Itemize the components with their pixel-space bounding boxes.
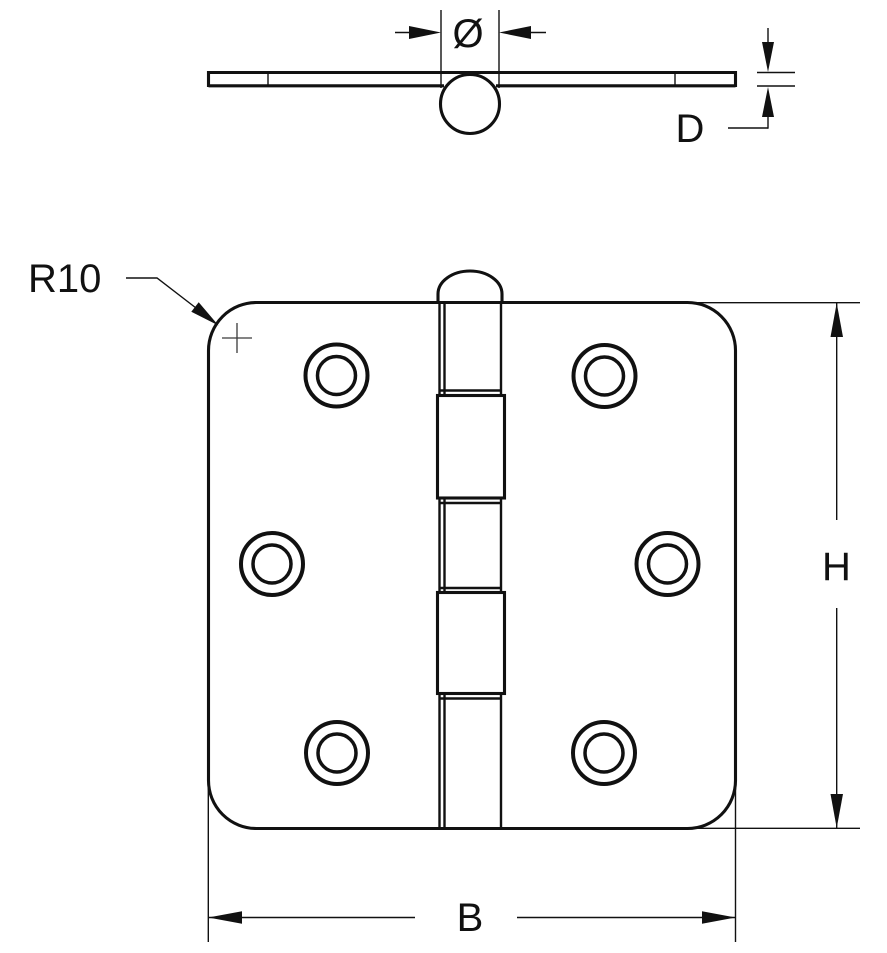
arrowhead <box>830 794 843 828</box>
width-label: B <box>457 896 484 940</box>
thickness-dimension: D <box>676 28 795 151</box>
width-dimension: B <box>207 786 737 942</box>
screw-hole-inner <box>583 732 625 774</box>
front-view <box>206 269 738 831</box>
height-label: H <box>822 545 851 589</box>
thickness-label: D <box>676 107 705 151</box>
arrowhead <box>409 26 441 39</box>
leader-line <box>126 277 197 309</box>
radius-label: R10 <box>28 257 101 301</box>
arrowhead <box>762 87 774 117</box>
screw-hole-bottom-right <box>571 720 637 786</box>
screw-hole-inner <box>251 543 293 585</box>
diameter-dimension: Ø <box>395 10 546 88</box>
arrowhead <box>702 911 736 924</box>
side-view <box>206 70 738 136</box>
knuckle-far-leaf <box>435 590 507 696</box>
screw-hole-inner <box>315 354 358 397</box>
arrowhead <box>499 26 531 39</box>
pin-cap <box>436 269 504 304</box>
screw-hole-middle-right <box>634 531 701 597</box>
arrowhead <box>762 42 774 72</box>
pin-barrel-circle <box>438 72 502 136</box>
knuckle-far-leaf <box>435 393 507 500</box>
hinge-plate-outline <box>206 300 738 831</box>
diameter-label: Ø <box>452 12 483 56</box>
radius-center-cross <box>222 323 252 353</box>
arrowhead <box>830 303 843 337</box>
screw-hole-bottom-left <box>304 720 370 786</box>
radius-callout: R10 <box>28 257 252 353</box>
screw-hole-inner <box>646 543 689 585</box>
arrowhead <box>208 911 242 924</box>
screw-hole-top-left <box>303 342 370 409</box>
arrowhead <box>191 302 219 326</box>
screw-hole-inner <box>583 355 626 397</box>
screw-hole-middle-left <box>239 531 305 597</box>
screw-hole-top-right <box>571 343 638 409</box>
screw-hole-inner <box>316 732 358 774</box>
height-dimension: H <box>690 302 860 829</box>
